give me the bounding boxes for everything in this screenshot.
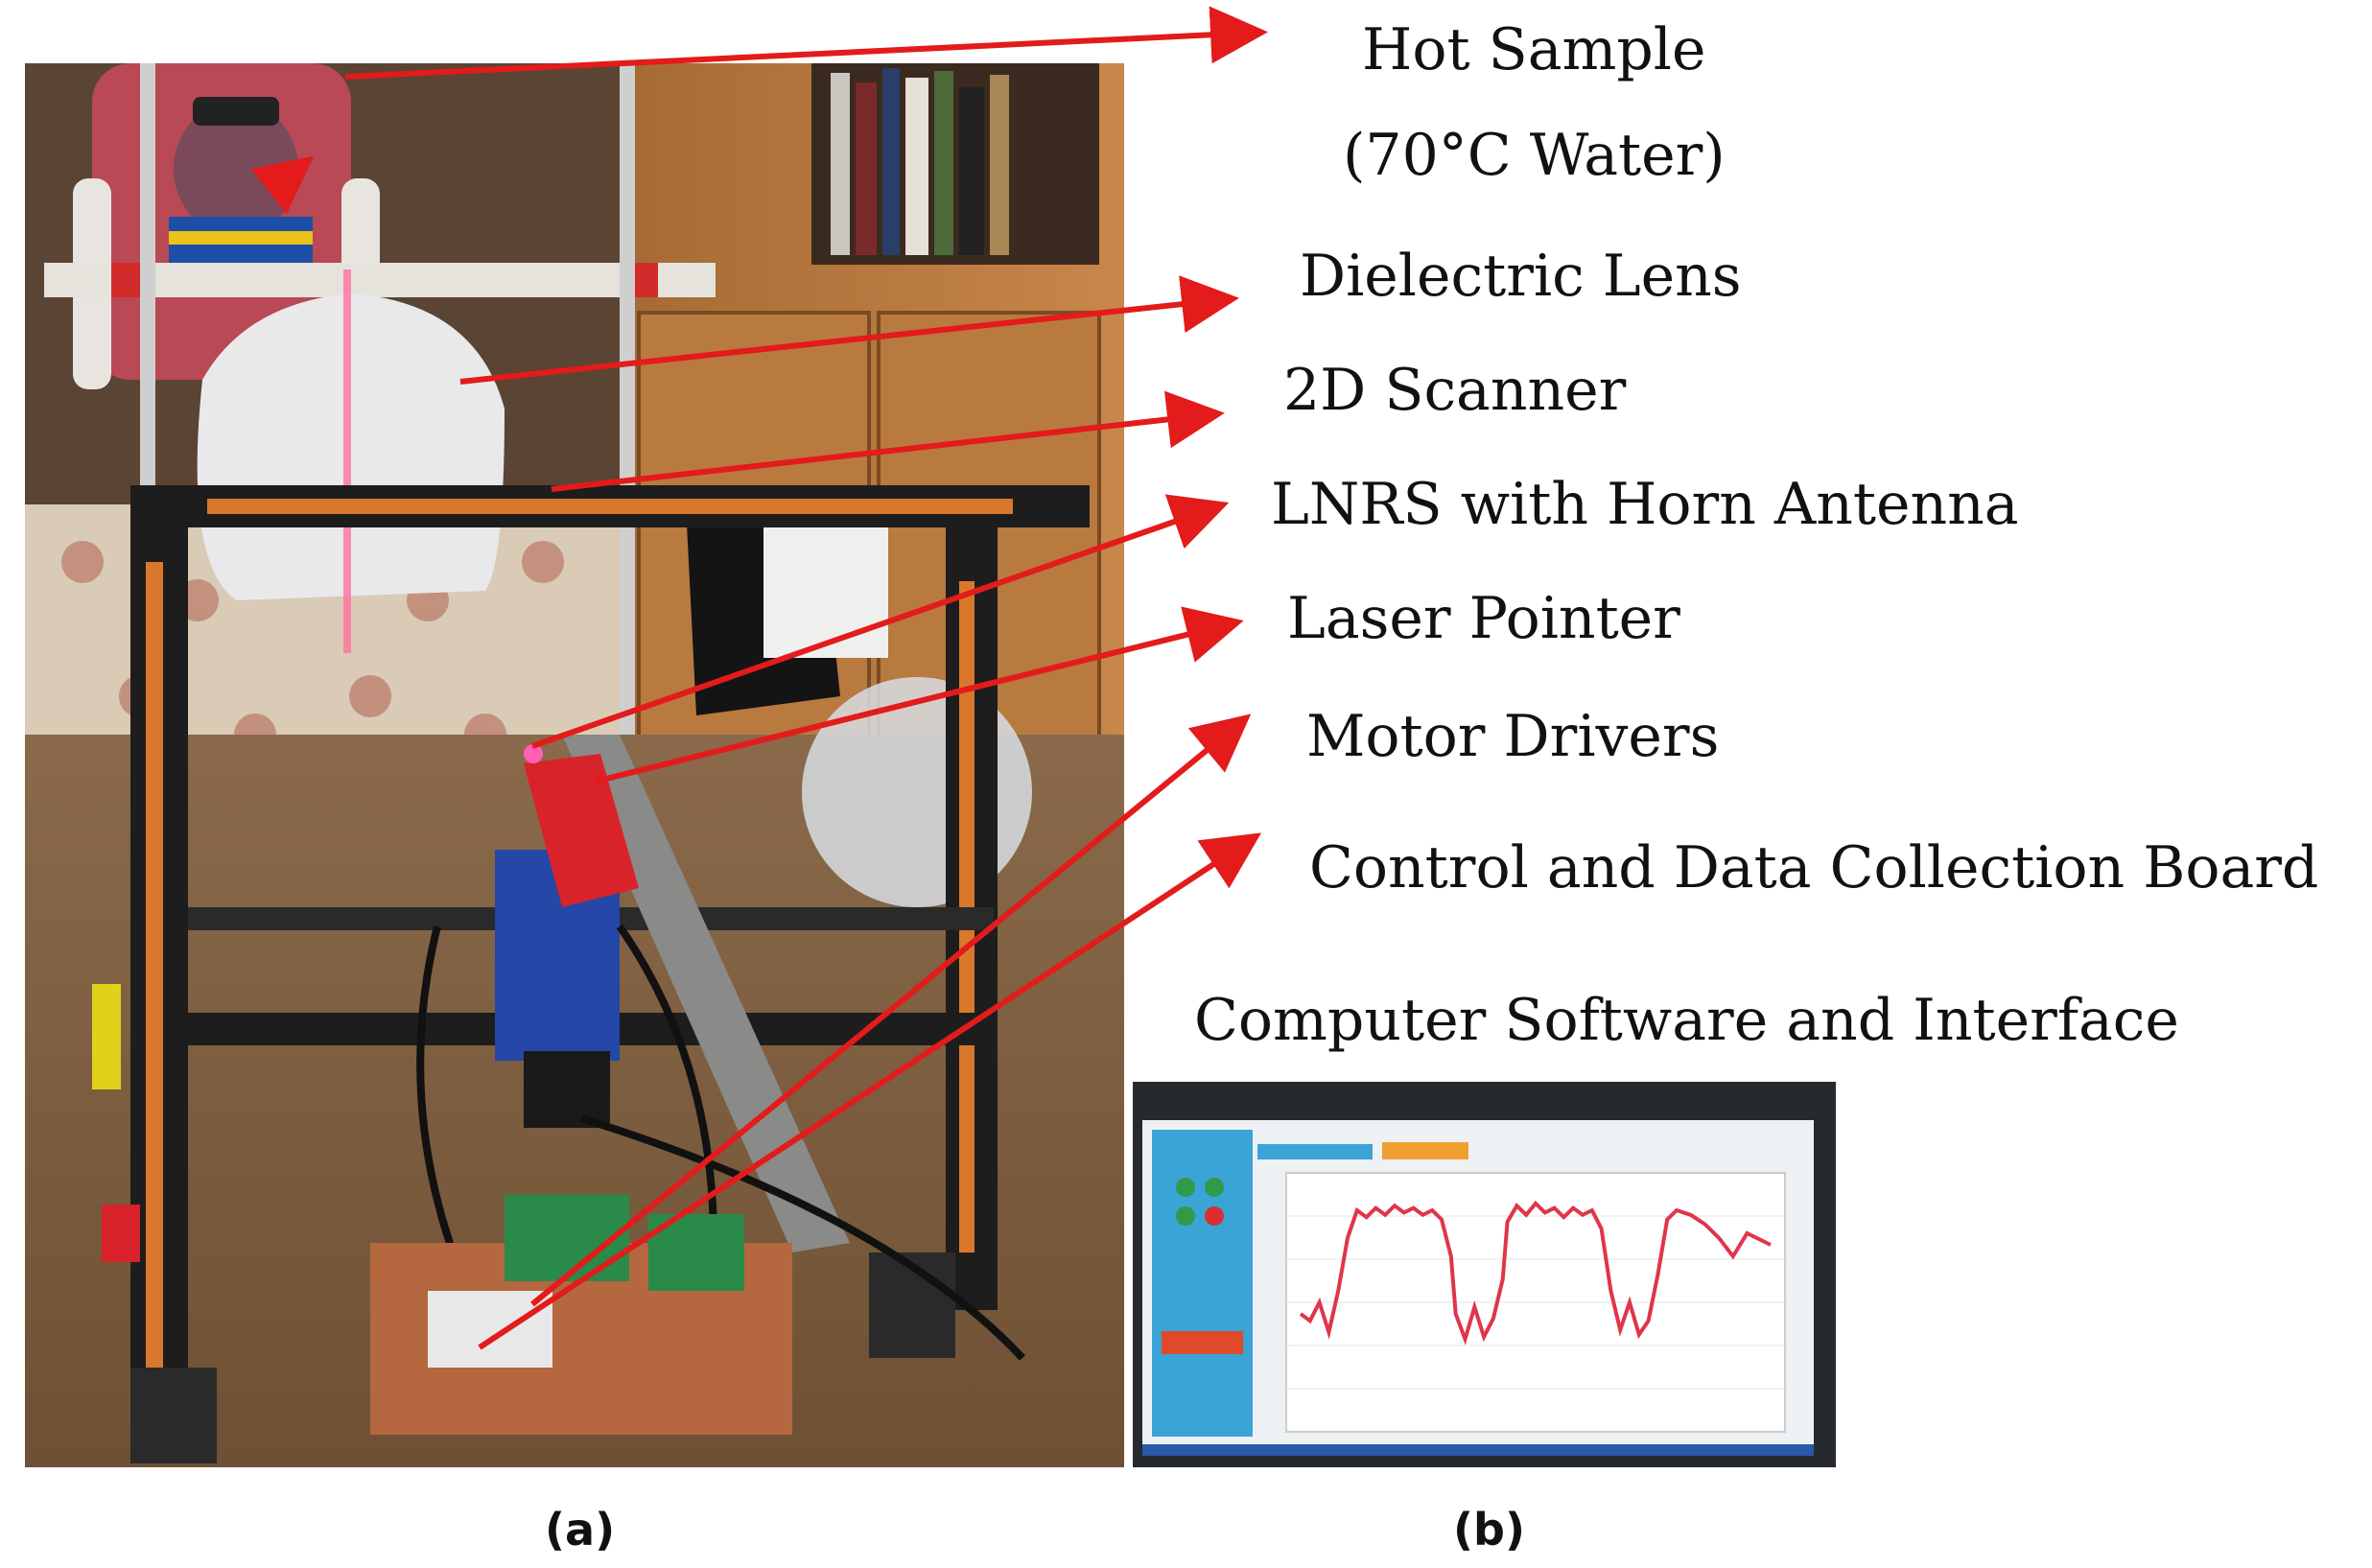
label-2d-scanner: 2D Scanner	[1283, 357, 1627, 424]
caption-b: (b)	[1453, 1504, 1525, 1556]
interface-photo	[1133, 1082, 1836, 1467]
label-hot-sample: Hot Sample	[1362, 16, 1706, 83]
interface-photo-illustration	[1133, 1082, 1836, 1467]
motor-driver	[505, 1195, 629, 1281]
label-dielectric-lens: Dielectric Lens	[1300, 243, 1742, 310]
caption-a: (a)	[545, 1504, 616, 1556]
bookshelf	[811, 63, 1099, 265]
top-rail	[44, 263, 716, 297]
control-panel	[1152, 1130, 1253, 1437]
label-control-board: Control and Data Collection Board	[1309, 834, 2319, 901]
label-laser-pointer: Laser Pointer	[1287, 585, 1680, 652]
signal-trace	[1299, 1200, 1772, 1346]
laser-beam	[343, 269, 351, 653]
setup-photo	[25, 63, 1124, 1467]
setup-photo-illustration	[25, 63, 1124, 1467]
label-hot-sample-temp: (70°C Water)	[1343, 122, 1726, 189]
red-button	[1162, 1331, 1243, 1354]
label-motor-drivers: Motor Drivers	[1306, 703, 1720, 770]
label-software: Computer Software and Interface	[1194, 987, 2179, 1054]
label-lnrs: LNRS with Horn Antenna	[1271, 471, 2019, 538]
